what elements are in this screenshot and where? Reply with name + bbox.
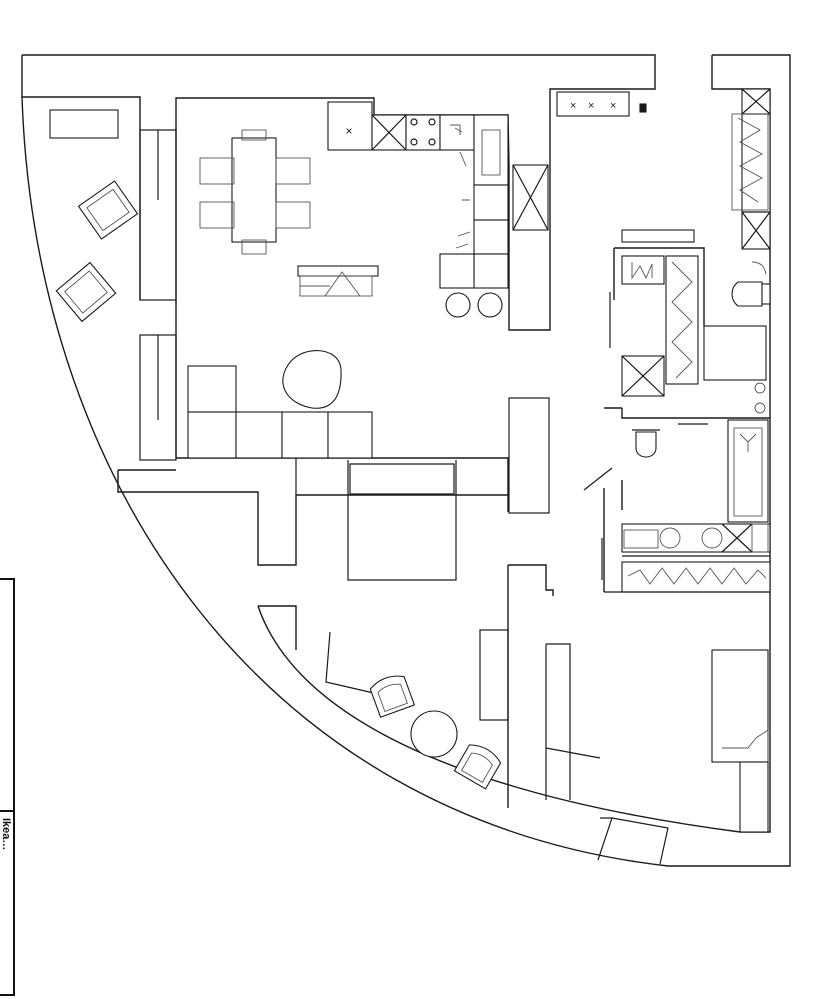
hallway: × × ×	[556, 88, 771, 250]
console-table	[297, 265, 379, 297]
laundry-shelf	[621, 561, 771, 593]
bathroom-lower	[583, 407, 771, 593]
sofa-chaise	[187, 365, 237, 413]
partitions	[117, 129, 550, 650]
outer-walls	[21, 54, 791, 867]
side-title-label: Ikea…	[0, 818, 12, 851]
curved-outer-wall	[21, 96, 669, 867]
svg-text:×: ×	[610, 100, 616, 112]
svg-text:×: ×	[345, 124, 352, 138]
bedroom-right	[711, 649, 769, 833]
wardrobe-right	[741, 88, 771, 250]
laundry-cabinet	[621, 255, 665, 285]
bed	[711, 649, 769, 763]
bar-stool	[477, 292, 503, 318]
bar-stool	[445, 292, 471, 318]
toilet-lower	[635, 431, 657, 458]
side-title-strip: Ikea…	[0, 578, 15, 996]
bathtub	[727, 419, 769, 523]
lounge-area	[49, 109, 139, 323]
curved-inner-wall	[257, 605, 741, 833]
toilet-upper	[731, 281, 763, 307]
living-room	[187, 350, 373, 459]
strip-divider	[0, 810, 13, 812]
vanity	[621, 523, 771, 553]
round-table	[410, 710, 458, 758]
tv-cabinet	[49, 109, 119, 139]
dining-table	[231, 137, 277, 243]
svg-text:×: ×	[570, 100, 576, 112]
pouf	[282, 350, 342, 409]
dining-set	[199, 129, 311, 255]
bedroom-walls	[479, 564, 669, 865]
svg-text:×: ×	[588, 100, 594, 112]
bathroom-upper	[609, 229, 771, 414]
kitchen: ×	[327, 101, 549, 318]
reading-corner	[325, 631, 502, 790]
